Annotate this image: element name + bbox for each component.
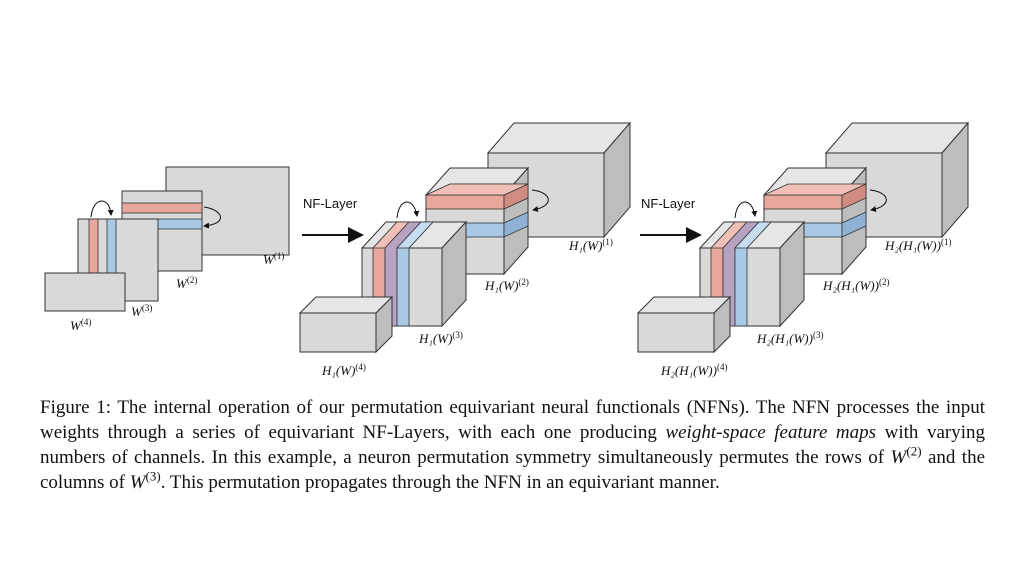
w2-permuted-row-red	[121, 202, 203, 214]
h2w2-cube	[762, 166, 887, 276]
label-h2w3: H₂(H₁(W))(3)	[756, 330, 823, 346]
caption-text-2: with varying numbers of channels. In thi…	[40, 422, 986, 468]
w2-swap-arrow	[203, 206, 221, 229]
h1w3-swap-arrow	[396, 201, 420, 219]
w3-swap-arrow	[90, 200, 114, 218]
label-w1: W(1)	[263, 251, 284, 267]
label-w2: W(2)	[176, 275, 197, 291]
h1w4-cube	[298, 295, 394, 354]
nf-layer-label-2: NF-Layer	[641, 196, 696, 211]
w4-matrix	[44, 272, 126, 312]
caption-text-4: . This permutation propagates through th…	[160, 472, 720, 493]
h2w3-swap-arrow	[734, 201, 758, 219]
caption-italic: weight-space feature maps	[665, 422, 877, 443]
input-weights: W(1) W(2) W(3) W(4)	[44, 166, 290, 333]
label-h1w4: H₁(W)(4)	[321, 362, 366, 378]
nf-layer-label-1: NF-Layer	[303, 196, 358, 211]
h2w2-swap-arrow	[869, 189, 887, 213]
label-w4: W(4)	[70, 317, 91, 333]
h2w3-cube	[698, 201, 806, 328]
nfn-figure: W(1) W(2) W(3) W(4) NF-Layer	[44, 121, 970, 378]
figure-caption: Figure 1: The internal operation of our …	[40, 395, 985, 495]
stage-h1: H₁(W)(1) H₁(W)(2) H₁(W)(3) H₁(W)(4)	[298, 121, 632, 378]
label-h2w2: H₂(H₁(W))(2)	[822, 277, 889, 293]
label-h2w1: H₂(H₁(W))(1)	[884, 237, 951, 253]
h1w2-swap-arrow	[531, 189, 549, 213]
caption-text-1: The internal operation of our permutatio…	[40, 397, 985, 443]
nf-layer-arrow-1: NF-Layer	[302, 196, 364, 243]
caption-text-3: and the columns of	[40, 447, 985, 493]
label-h1w3: H₁(W)(3)	[418, 330, 463, 346]
label-h1w2: H₁(W)(2)	[484, 277, 529, 293]
label-w3: W(3)	[131, 303, 152, 319]
caption-prefix: Figure 1:	[40, 397, 112, 418]
h2w4-cube	[636, 295, 732, 354]
h2w2-red-slab	[763, 194, 843, 210]
label-h1w1: H₁(W)(1)	[568, 237, 613, 253]
caption-math-w2: W(2)	[890, 443, 922, 468]
nf-layer-arrow-2: NF-Layer	[640, 196, 702, 243]
caption-math-w3: W(3)	[129, 468, 161, 493]
label-h2w4: H₂(H₁(W))(4)	[660, 362, 727, 378]
stage-h2: H₂(H₁(W))(1) H₂(H₁(W))(2) H₂(H₁(W))(3) H…	[636, 121, 970, 378]
